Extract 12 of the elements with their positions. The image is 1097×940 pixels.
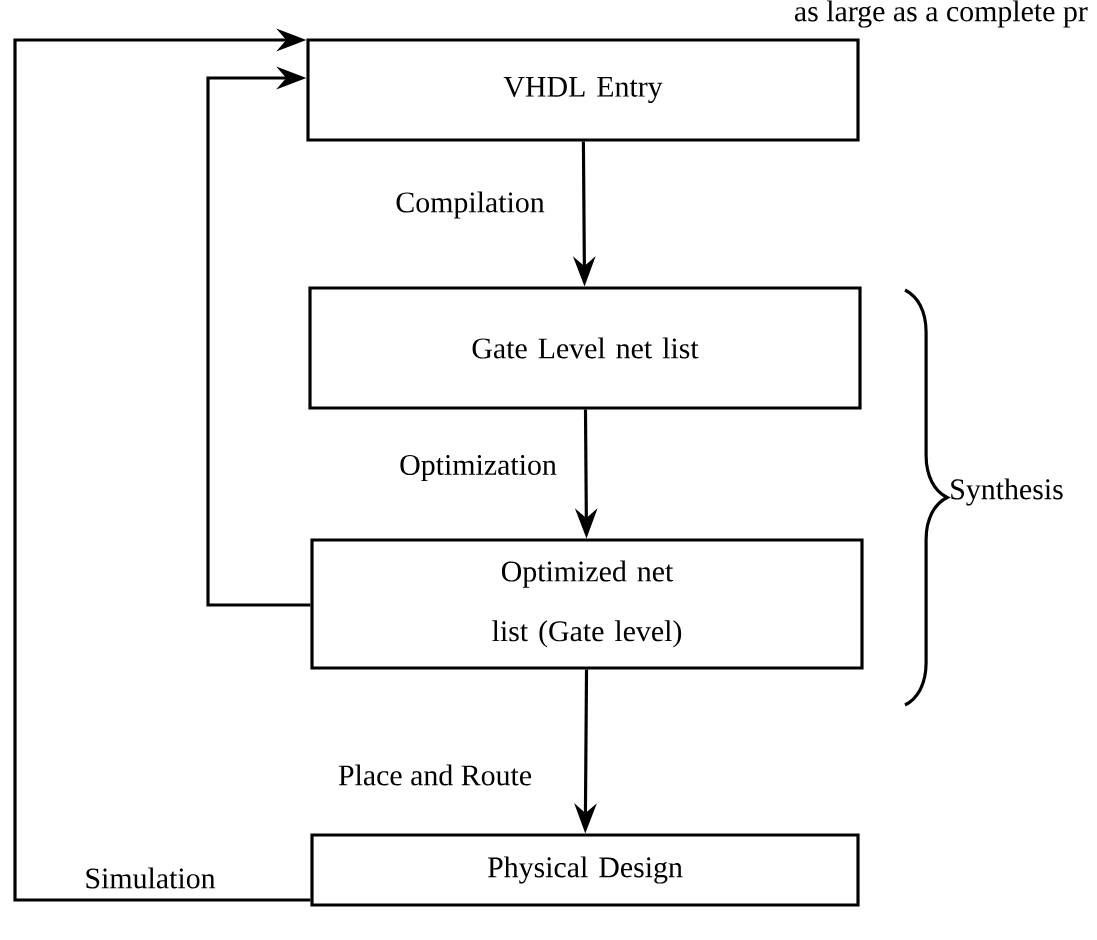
edge-label: Compilation [391, 187, 549, 223]
arrow [13, 28, 311, 902]
text-label: as large as a complete pr [794, 0, 1088, 28]
edge-label: Place and Route [334, 761, 536, 790]
process-box: Physical Design [310, 833, 860, 907]
arrow [206, 66, 311, 607]
process-box: Gate Level net list [308, 286, 862, 410]
edge-label: Optimization [395, 451, 561, 485]
edge-label: Simulation [80, 864, 220, 893]
text-label: Synthesis [951, 478, 1063, 506]
process-box: VHDL Entry [306, 38, 860, 142]
process-box: Optimized net list (Gate level) [310, 538, 864, 670]
